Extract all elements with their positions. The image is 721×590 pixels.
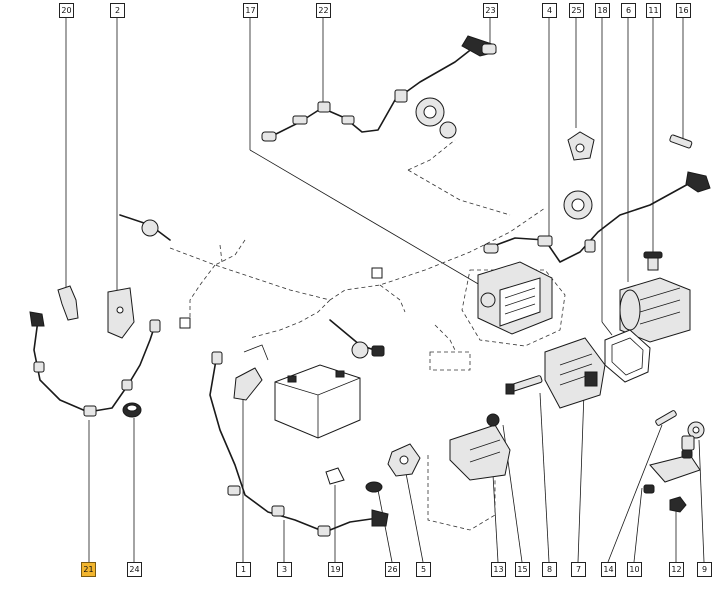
callout-2[interactable]: 2 <box>110 3 125 18</box>
callout-21-highlighted[interactable]: 21 <box>81 562 96 577</box>
bracket-1 <box>233 344 269 401</box>
bracket-2 <box>107 287 135 339</box>
callout-22[interactable]: 22 <box>316 3 331 18</box>
bracket-plate-10 <box>643 449 701 494</box>
sensor-clip-5 <box>387 443 421 477</box>
nut-12 <box>669 496 687 513</box>
callout-3[interactable]: 3 <box>277 562 292 577</box>
lower-wheel-sensor-harness <box>209 351 389 537</box>
clip-19 <box>325 467 345 485</box>
ecu-connector-6 <box>619 277 691 343</box>
callout-12[interactable]: 12 <box>669 562 684 577</box>
drive-shaft-detail <box>119 214 385 359</box>
callout-19[interactable]: 19 <box>328 562 343 577</box>
hydraulic-unit-17 <box>477 261 553 335</box>
callout-23[interactable]: 23 <box>483 3 498 18</box>
bracket-20 <box>57 285 79 321</box>
screw-11 <box>643 251 663 271</box>
callout-4[interactable]: 4 <box>542 3 557 18</box>
right-wheel-sensor-harness <box>483 171 711 263</box>
grommet-24 <box>122 402 142 418</box>
callout-25[interactable]: 25 <box>569 3 584 18</box>
leader-lines <box>65 16 705 563</box>
callout-1[interactable]: 1 <box>236 562 251 577</box>
battery <box>274 364 361 439</box>
callout-17[interactable]: 17 <box>243 3 258 18</box>
bolt-16 <box>669 134 693 149</box>
callout-24[interactable]: 24 <box>127 562 142 577</box>
clip-part <box>567 131 595 161</box>
callout-10[interactable]: 10 <box>627 562 642 577</box>
mounting-frame-dashed <box>427 455 496 531</box>
callout-7[interactable]: 7 <box>571 562 586 577</box>
callout-13[interactable]: 13 <box>491 562 506 577</box>
stud-14 <box>655 410 677 426</box>
callout-8[interactable]: 8 <box>542 562 557 577</box>
callout-16[interactable]: 16 <box>676 3 691 18</box>
callout-20[interactable]: 20 <box>59 3 74 18</box>
dashed-wiring-harness <box>169 139 566 371</box>
bolt-9 <box>681 421 705 451</box>
callout-5[interactable]: 5 <box>416 562 431 577</box>
callout-18[interactable]: 18 <box>595 3 610 18</box>
callout-6[interactable]: 6 <box>621 3 636 18</box>
bracket-13 <box>449 413 511 481</box>
callout-15[interactable]: 15 <box>515 562 530 577</box>
callout-14[interactable]: 14 <box>601 562 616 577</box>
callout-9[interactable]: 9 <box>697 562 712 577</box>
ecu-module-7 <box>544 337 606 409</box>
left-wheel-sensor-harness <box>29 311 161 417</box>
callout-11[interactable]: 11 <box>646 3 661 18</box>
bolt-8 <box>505 375 543 395</box>
grommet-26 <box>365 481 383 493</box>
upper-wheel-sensor-harness <box>261 35 497 142</box>
callout-26[interactable]: 26 <box>385 562 400 577</box>
